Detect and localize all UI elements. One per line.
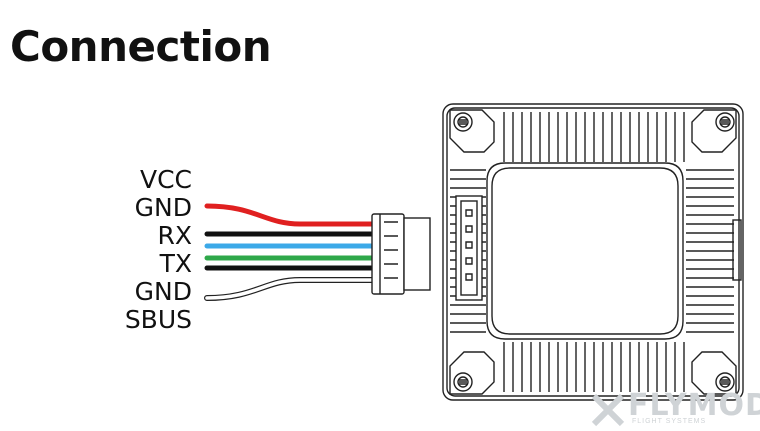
- watermark-sub: FLIGHT SYSTEMS: [632, 418, 707, 425]
- pin-label-vcc: VCC: [139, 165, 192, 194]
- pin-label-gnd-1: GND: [134, 193, 192, 222]
- wire-harness: [204, 203, 375, 301]
- wire-sbus-5: [205, 278, 374, 300]
- wire-vcc-0: [204, 203, 375, 227]
- flymod-logo-icon: [591, 393, 625, 427]
- connector-icon: [371, 213, 431, 295]
- page-title: Connection: [10, 22, 272, 71]
- pin-label-tx: TX: [159, 249, 192, 278]
- pin-label-gnd-2: GND: [134, 277, 192, 306]
- flight-module-icon: [442, 103, 744, 401]
- pin-label-sbus: SBUS: [124, 305, 192, 334]
- watermark-brand: FLYMOD: [628, 388, 760, 423]
- pin-label-rx: RX: [157, 221, 193, 250]
- screw-hole-icon: [453, 112, 735, 392]
